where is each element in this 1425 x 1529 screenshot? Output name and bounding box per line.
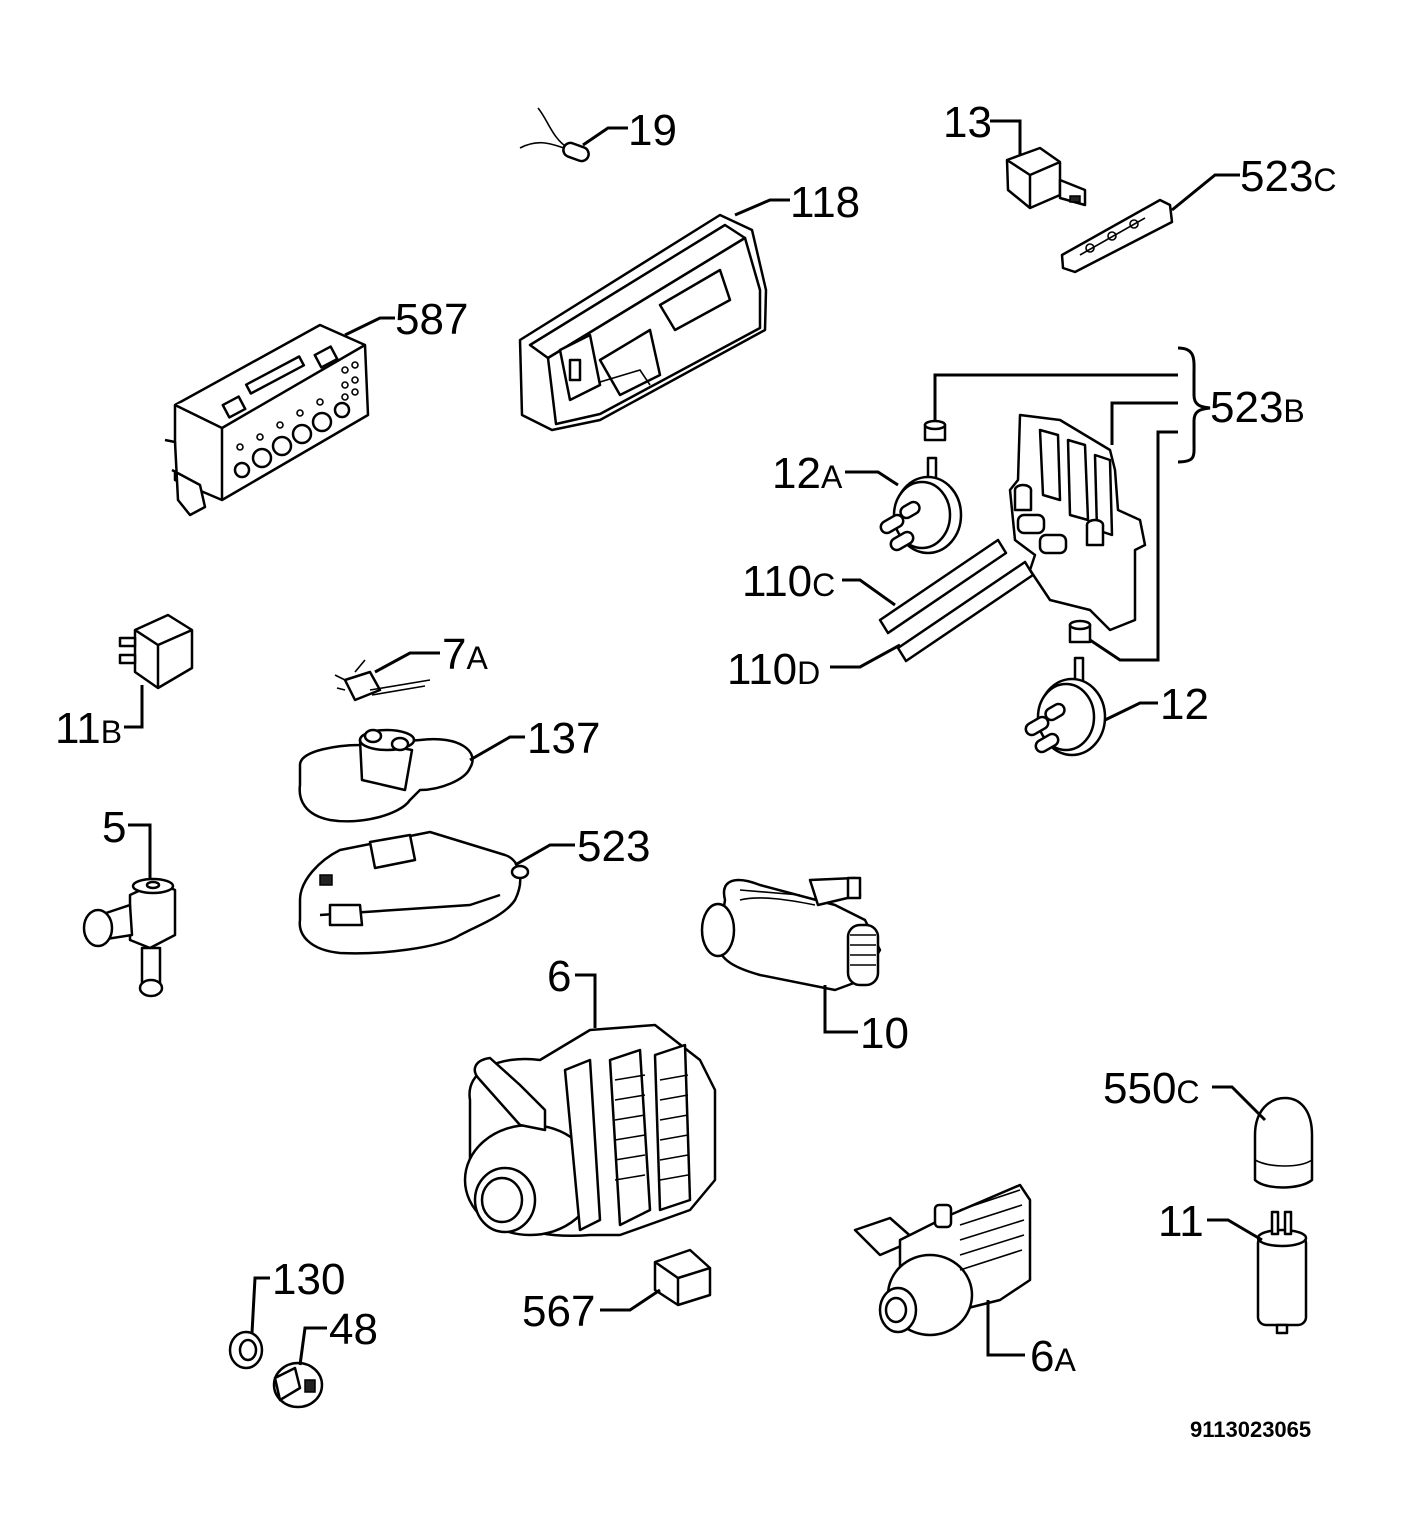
part-19-sensor (519, 107, 590, 163)
label-11b: 11B (55, 704, 122, 753)
part-523b-pressure-chamber (1008, 413, 1147, 632)
leader-10 (823, 985, 858, 1034)
leader-118 (734, 198, 790, 217)
leader-523b-chamber (1110, 401, 1178, 445)
part-523b-cap-lower (1068, 619, 1092, 644)
leader-12a (845, 470, 899, 487)
label-13: 13 (943, 98, 992, 147)
part-6-circulation-pump (463, 1023, 717, 1237)
leader-12 (1104, 701, 1158, 722)
part-11-capacitor (1256, 1210, 1308, 1335)
leader-523 (514, 843, 575, 867)
part-12-pressure-switch (1024, 656, 1107, 757)
label-10: 10 (860, 1009, 909, 1058)
leader-110d (830, 643, 901, 669)
part-48-plug (272, 1361, 324, 1409)
part-118-dispenser (518, 213, 768, 432)
leader-11b (124, 685, 144, 729)
label-5: 5 (102, 803, 126, 852)
part-10-heater (700, 876, 882, 992)
label-523: 523 (577, 822, 650, 871)
part-567-connector (653, 1248, 712, 1307)
leader-110c (842, 578, 896, 607)
label-7a: 7A (442, 630, 488, 679)
leader-523b-cap-lower (1089, 430, 1178, 662)
leader-7a (374, 651, 440, 674)
leader-6 (575, 973, 597, 1028)
part-130-seal-ring (228, 1330, 264, 1370)
leader-137 (469, 735, 525, 762)
label-12: 12 (1160, 680, 1209, 729)
label-550c: 550C (1103, 1064, 1200, 1113)
part-13-switch (1005, 146, 1087, 210)
label-587: 587 (395, 295, 468, 344)
label-523c: 523C (1240, 152, 1337, 201)
label-567: 567 (522, 1287, 595, 1336)
label-11: 11 (1158, 1197, 1204, 1246)
label-48: 48 (329, 1305, 378, 1354)
part-587-control-module (164, 323, 370, 517)
part-labels: 19 118 13 523C 587 523B 12A 110C 110D 12… (55, 98, 1337, 1381)
part-523c-bracket (1060, 198, 1174, 274)
part-7a-micro-switch (334, 659, 431, 702)
label-12a: 12A (772, 449, 843, 498)
leader-19 (582, 126, 628, 147)
leader-523c (1171, 173, 1240, 212)
label-6: 6 (547, 952, 571, 1001)
part-110c-hose (878, 538, 1008, 635)
leader-11 (1207, 1218, 1263, 1242)
document-number: 9113023065 (1190, 1417, 1311, 1442)
leader-5 (128, 823, 152, 878)
part-6a-drain-pump (853, 1183, 1032, 1337)
leader-48 (298, 1326, 327, 1366)
part-110d-hose (896, 560, 1035, 663)
part-137-float (298, 728, 474, 823)
leader-523b-cap-upper (933, 373, 1178, 420)
part-5-inlet-valve (82, 877, 177, 998)
leader-550c (1212, 1085, 1267, 1122)
part-523b-cap-upper (923, 419, 947, 442)
leader-130 (250, 1276, 270, 1334)
leader-567 (600, 1288, 661, 1312)
label-523b: 523B (1210, 383, 1305, 432)
leader-lines (124, 119, 1267, 1366)
leader-13 (990, 119, 1022, 155)
leader-587 (344, 316, 395, 337)
part-11b-relay (118, 613, 194, 690)
label-6a: 6A (1030, 1332, 1076, 1381)
label-110d: 110D (727, 645, 820, 694)
label-118: 118 (790, 178, 860, 227)
label-137: 137 (527, 714, 600, 763)
label-130: 130 (272, 1255, 345, 1304)
brace-523b (1177, 346, 1211, 464)
part-550c-cap (1253, 1096, 1314, 1189)
part-523-base (298, 830, 530, 955)
label-110c: 110C (742, 557, 835, 606)
label-19: 19 (628, 106, 677, 155)
leader-6a (986, 1300, 1025, 1357)
part-12a-pressure-switch (879, 456, 963, 555)
